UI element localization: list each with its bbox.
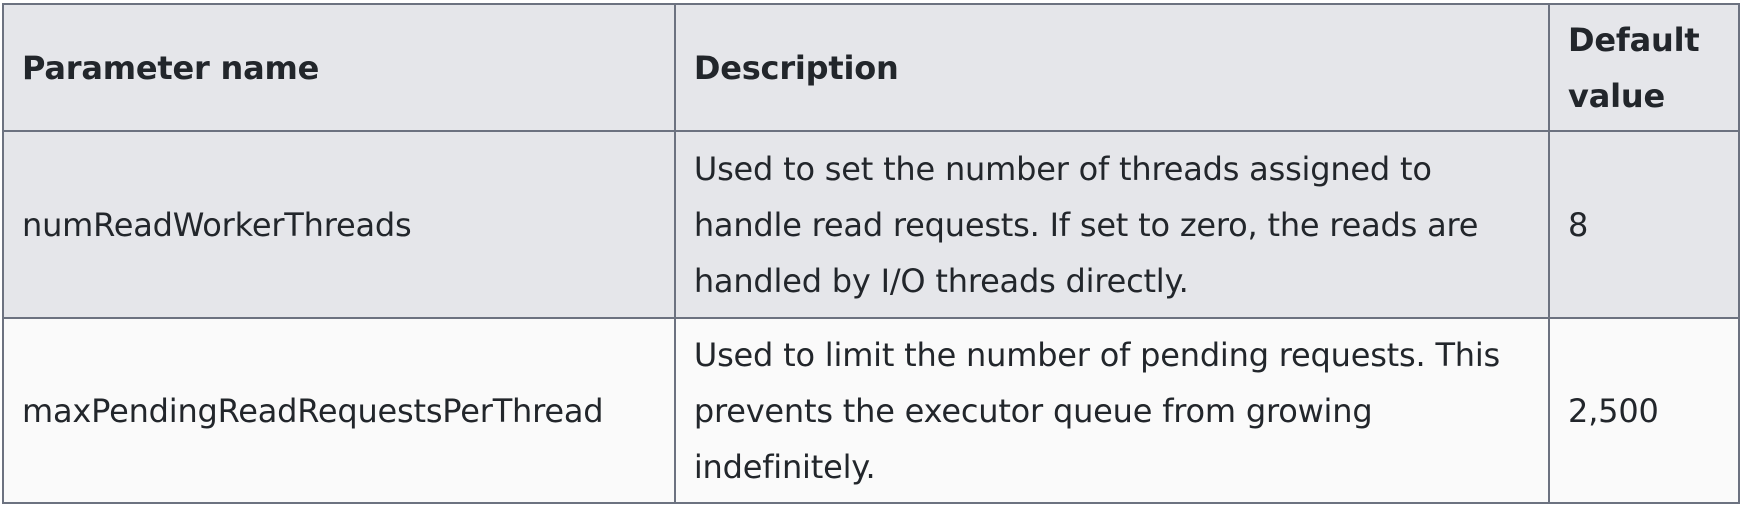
default-value-cell: 8 <box>1548 130 1740 319</box>
table-header-row: Parameter name Description Default value <box>2 3 1740 132</box>
parameter-name-cell: numReadWorkerThreads <box>2 130 676 319</box>
header-default-value: Default value <box>1548 3 1740 132</box>
default-value-cell: 2,500 <box>1548 317 1740 504</box>
parameters-table: Parameter name Description Default value… <box>2 3 1740 504</box>
table-row: maxPendingReadRequestsPerThread Used to … <box>2 317 1740 504</box>
parameter-name-cell: maxPendingReadRequestsPerThread <box>2 317 676 504</box>
table-row: numReadWorkerThreads Used to set the num… <box>2 130 1740 319</box>
header-description: Description <box>673 3 1551 132</box>
description-cell: Used to limit the number of pending requ… <box>673 317 1551 504</box>
description-cell: Used to set the number of threads assign… <box>673 130 1551 319</box>
header-parameter-name: Parameter name <box>2 3 676 132</box>
